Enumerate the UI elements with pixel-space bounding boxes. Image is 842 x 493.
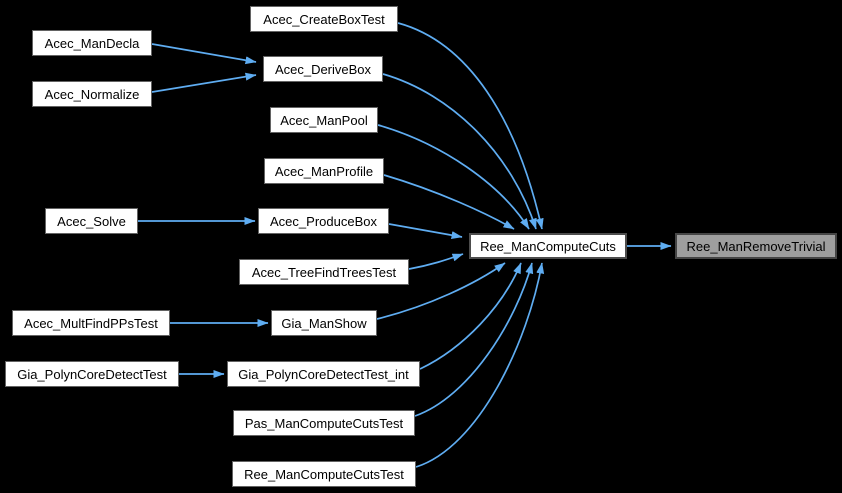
edge-acec_manpool-to-ree_mancomputecuts — [377, 124, 530, 230]
edge-acec_createboxtest-to-ree_mancomputecuts — [397, 22, 544, 230]
graph-node-acec_manprofile[interactable]: Acec_ManProfile — [264, 158, 384, 184]
graph-node-acec_treefindtreestest[interactable]: Acec_TreeFindTreesTest — [239, 259, 409, 285]
edge-acec_producebox-to-ree_mancomputecuts — [388, 223, 463, 240]
edge-acec_mandecla-to-acec_derivebox — [151, 43, 257, 65]
edge-gia_manshow-to-ree_mancomputecuts — [376, 262, 506, 320]
edge-acec_manprofile-to-ree_mancomputecuts — [383, 174, 515, 230]
graph-node-ree_manremovetrivial: Ree_ManRemoveTrivial — [675, 233, 837, 259]
graph-node-gia_manshow[interactable]: Gia_ManShow — [271, 310, 377, 336]
graph-node-acec_multfindppstest[interactable]: Acec_MultFindPPsTest — [12, 310, 170, 336]
graph-node-acec_derivebox[interactable]: Acec_DeriveBox — [263, 56, 383, 82]
graph-node-gia_polyncoredetecttest_int[interactable]: Gia_PolynCoreDetectTest_int — [227, 361, 420, 387]
edge-gia_polyncoredetecttest_int-to-ree_mancomputecuts — [419, 262, 522, 370]
edge-acec_normalize-to-acec_derivebox — [151, 72, 257, 93]
graph-node-acec_manpool[interactable]: Acec_ManPool — [270, 107, 378, 133]
edge-acec_treefindtreestest-to-ree_mancomputecuts — [408, 253, 464, 270]
edge-acec_derivebox-to-ree_mancomputecuts — [382, 73, 537, 230]
edge-group — [138, 22, 672, 468]
graph-node-gia_polyncoredetecttest[interactable]: Gia_PolynCoreDetectTest — [5, 361, 179, 387]
graph-node-ree_mancomputecutstest[interactable]: Ree_ManComputeCutsTest — [232, 461, 416, 487]
graph-node-acec_solve[interactable]: Acec_Solve — [45, 208, 138, 234]
graph-node-acec_createboxtest[interactable]: Acec_CreateBoxTest — [250, 6, 398, 32]
graph-node-ree_mancomputecuts[interactable]: Ree_ManComputeCuts — [469, 233, 627, 259]
graph-node-acec_producebox[interactable]: Acec_ProduceBox — [258, 208, 389, 234]
graph-node-acec_normalize[interactable]: Acec_Normalize — [32, 81, 152, 107]
edge-pas_mancomputecutstest-to-ree_mancomputecuts — [414, 262, 534, 417]
graph-node-acec_mandecla[interactable]: Acec_ManDecla — [32, 30, 152, 56]
graph-node-pas_mancomputecutstest[interactable]: Pas_ManComputeCutsTest — [233, 410, 415, 436]
edge-ree_mancomputecutstest-to-ree_mancomputecuts — [415, 262, 545, 468]
